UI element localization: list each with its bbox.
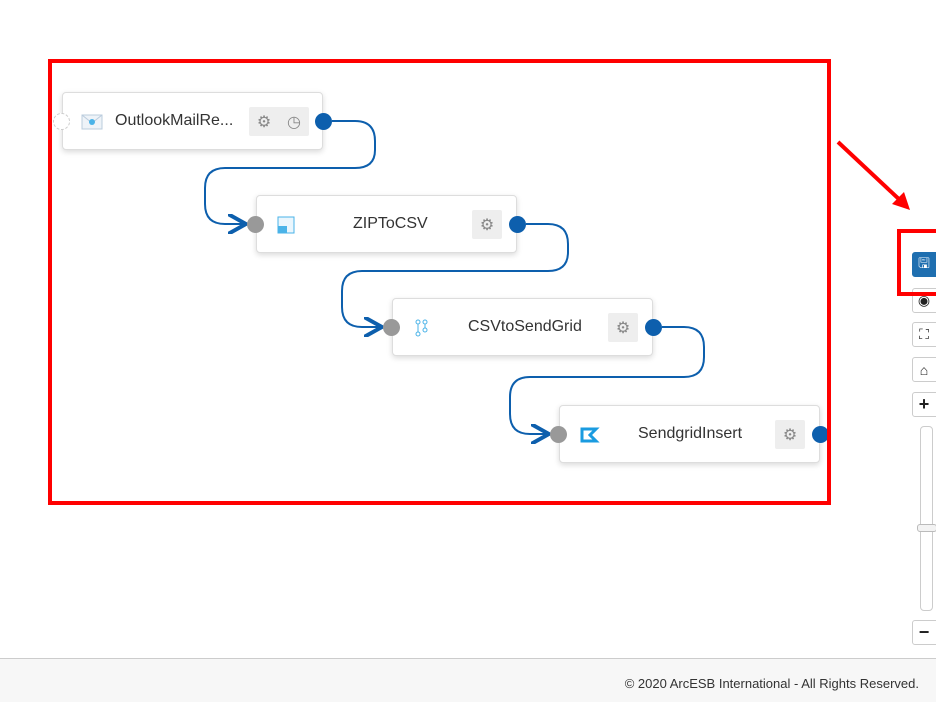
settings-icon[interactable]: ⚙: [615, 319, 631, 337]
zoom-out-button[interactable]: −: [912, 620, 936, 645]
node-label: OutlookMailRe...: [115, 112, 234, 129]
fit-screen-icon: ⛶: [919, 326, 929, 342]
copyright-text: © 2020 ArcESB International - All Rights…: [624, 676, 919, 691]
mail-icon: [81, 114, 103, 130]
annotation-box-canvas: [48, 59, 831, 505]
eye-icon: ◉: [917, 292, 931, 308]
output-port[interactable]: [509, 216, 526, 233]
fit-to-screen-button[interactable]: ⛶: [912, 322, 936, 347]
connector-3: [509, 326, 705, 434]
zoom-slider[interactable]: [917, 426, 936, 611]
sendgrid-icon: [580, 427, 600, 443]
settings-icon[interactable]: ⚙: [782, 426, 798, 444]
zip-file-icon: [277, 216, 295, 234]
connector-2: [341, 223, 569, 327]
annotation-box-save: [897, 229, 936, 296]
output-port[interactable]: [315, 113, 332, 130]
node-label: SendgridInsert: [638, 425, 743, 442]
input-port: [53, 113, 70, 130]
node-sendgrid-insert[interactable]: SendgridInsert ⚙: [550, 405, 829, 463]
node-label: CSVtoSendGrid: [468, 318, 582, 335]
node-zip-to-csv[interactable]: ZIPToCSV ⚙: [247, 195, 526, 253]
home-icon: ⌂: [919, 361, 929, 378]
input-port[interactable]: [247, 216, 264, 233]
output-port[interactable]: [645, 319, 662, 336]
annotation-arrow: [836, 140, 910, 210]
connector-1: [204, 120, 376, 224]
settings-icon[interactable]: ⚙: [256, 113, 272, 131]
footer: © 2020 ArcESB International - All Rights…: [0, 658, 936, 702]
mapping-icon: [415, 319, 428, 337]
clock-icon[interactable]: ◷: [287, 113, 301, 131]
zoom-in-button[interactable]: +: [912, 392, 936, 417]
node-csv-to-sendgrid[interactable]: CSVtoSendGrid ⚙: [383, 298, 662, 356]
input-port[interactable]: [550, 426, 567, 443]
save-button[interactable]: 🖫: [912, 252, 936, 277]
settings-icon[interactable]: ⚙: [479, 216, 495, 234]
node-outlook-mail[interactable]: OutlookMailRe... ⚙ ◷: [53, 92, 332, 150]
node-label: ZIPToCSV: [353, 215, 428, 232]
output-port[interactable]: [812, 426, 829, 443]
home-button[interactable]: ⌂: [912, 357, 936, 382]
input-port[interactable]: [383, 319, 400, 336]
zoom-slider-thumb[interactable]: [917, 524, 936, 532]
